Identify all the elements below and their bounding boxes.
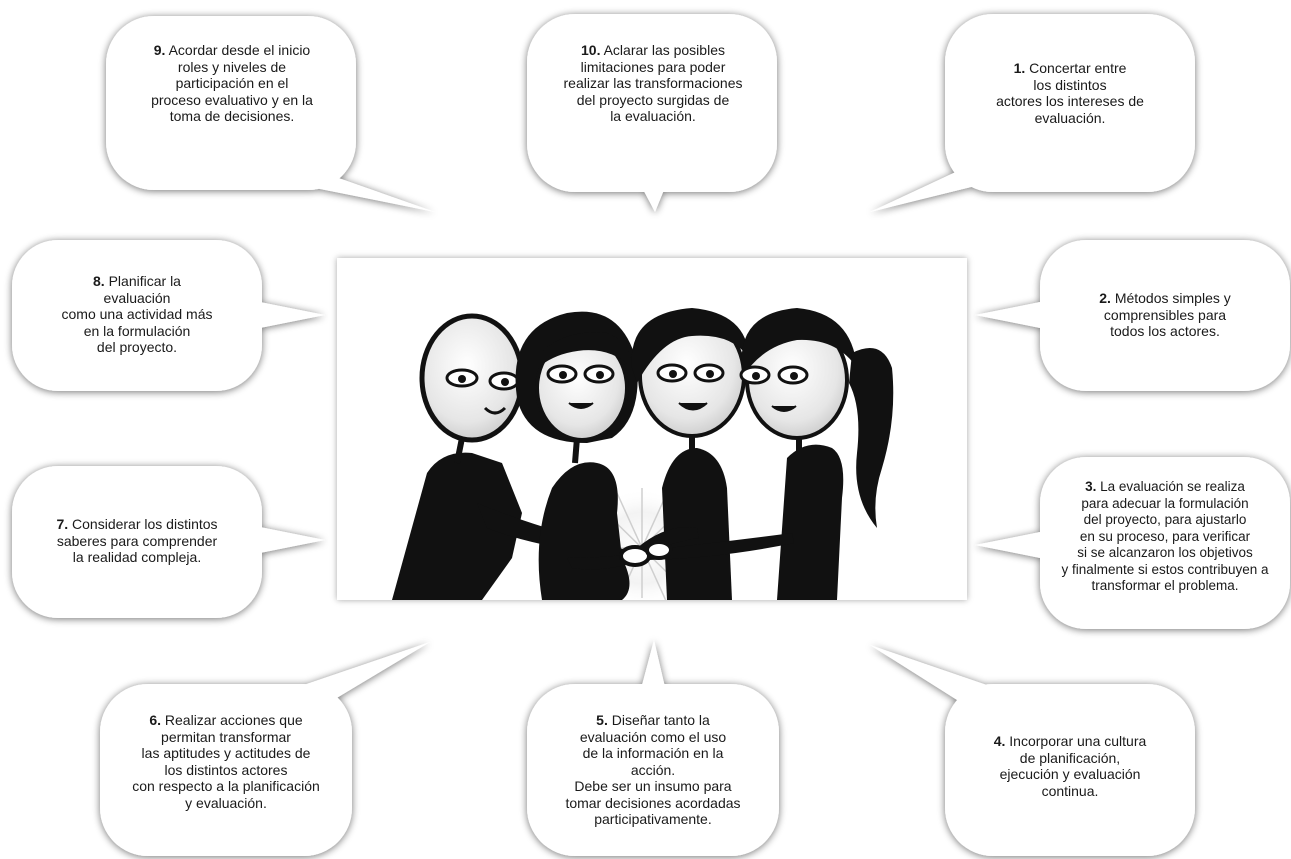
step-1-number: 1. [1013, 60, 1026, 76]
group-of-people-icon [392, 308, 894, 608]
step-5-number: 5. [596, 712, 608, 728]
step-10-number: 10. [581, 42, 601, 58]
person-2 [515, 311, 639, 600]
step-3-number: 3. [1085, 479, 1097, 494]
step-4-body: Incorporar una cultura de planificación,… [999, 733, 1147, 799]
bubble-3 [975, 457, 1290, 629]
bubble-7 [12, 466, 325, 618]
step-9-body: Acordar desde el inicio roles y niveles … [151, 42, 313, 124]
bubble-5 [527, 640, 779, 856]
person-4 [647, 308, 894, 600]
joined-hands [619, 540, 673, 567]
step-9-text: 9. Acordar desde el inicio roles y nivel… [112, 42, 352, 125]
bubble-4 [870, 645, 1195, 856]
bubble-2 [975, 240, 1290, 391]
people-illustration [337, 258, 967, 608]
step-8-text: 8. Planificar la evaluación como una act… [17, 273, 257, 356]
step-3-text: 3. La evaluación se realiza para adecuar… [1042, 479, 1288, 595]
bubble-8 [12, 240, 325, 391]
step-4-text: 4. Incorporar una cultura de planificaci… [950, 733, 1190, 799]
step-7-body: Considerar los distintos saberes para co… [56, 516, 218, 565]
step-6-text: 6. Realizar acciones que permitan transf… [104, 712, 348, 811]
step-2-number: 2. [1099, 290, 1111, 306]
step-2-body: Métodos simples y comprensibles para tod… [1103, 290, 1231, 339]
step-1-body: Concertar entre los distintos actores lo… [996, 60, 1144, 126]
step-9-number: 9. [153, 42, 166, 58]
step-3-body: La evaluación se realiza para adecuar la… [1061, 479, 1269, 593]
step-8-number: 8. [93, 273, 105, 289]
step-10-text: 10. Aclarar las posibles limitaciones pa… [532, 42, 774, 125]
person-3 [631, 308, 749, 600]
step-1-text: 1. Concertar entre los distintos actores… [950, 60, 1190, 126]
step-10-body: Aclarar las posibles limitaciones para p… [563, 42, 743, 124]
bubble-6 [100, 642, 430, 856]
bubble-10 [527, 14, 777, 212]
step-5-text: 5. Diseñar tanto la evaluación como el u… [531, 712, 775, 828]
step-2-text: 2. Métodos simples y comprensibles para … [1045, 290, 1285, 340]
step-4-number: 4. [993, 733, 1006, 749]
step-8-body: Planificar la evaluación como una activi… [61, 273, 213, 355]
step-5-body: Diseñar tanto la evaluación como el uso … [565, 712, 741, 827]
bubble-9 [106, 16, 435, 212]
step-6-number: 6. [149, 712, 162, 728]
step-6-body: Realizar acciones que permitan transform… [132, 712, 320, 811]
step-7-text: 7. Considerar los distintos saberes para… [17, 516, 257, 566]
bubble-1 [870, 14, 1195, 212]
step-7-number: 7. [56, 516, 69, 532]
